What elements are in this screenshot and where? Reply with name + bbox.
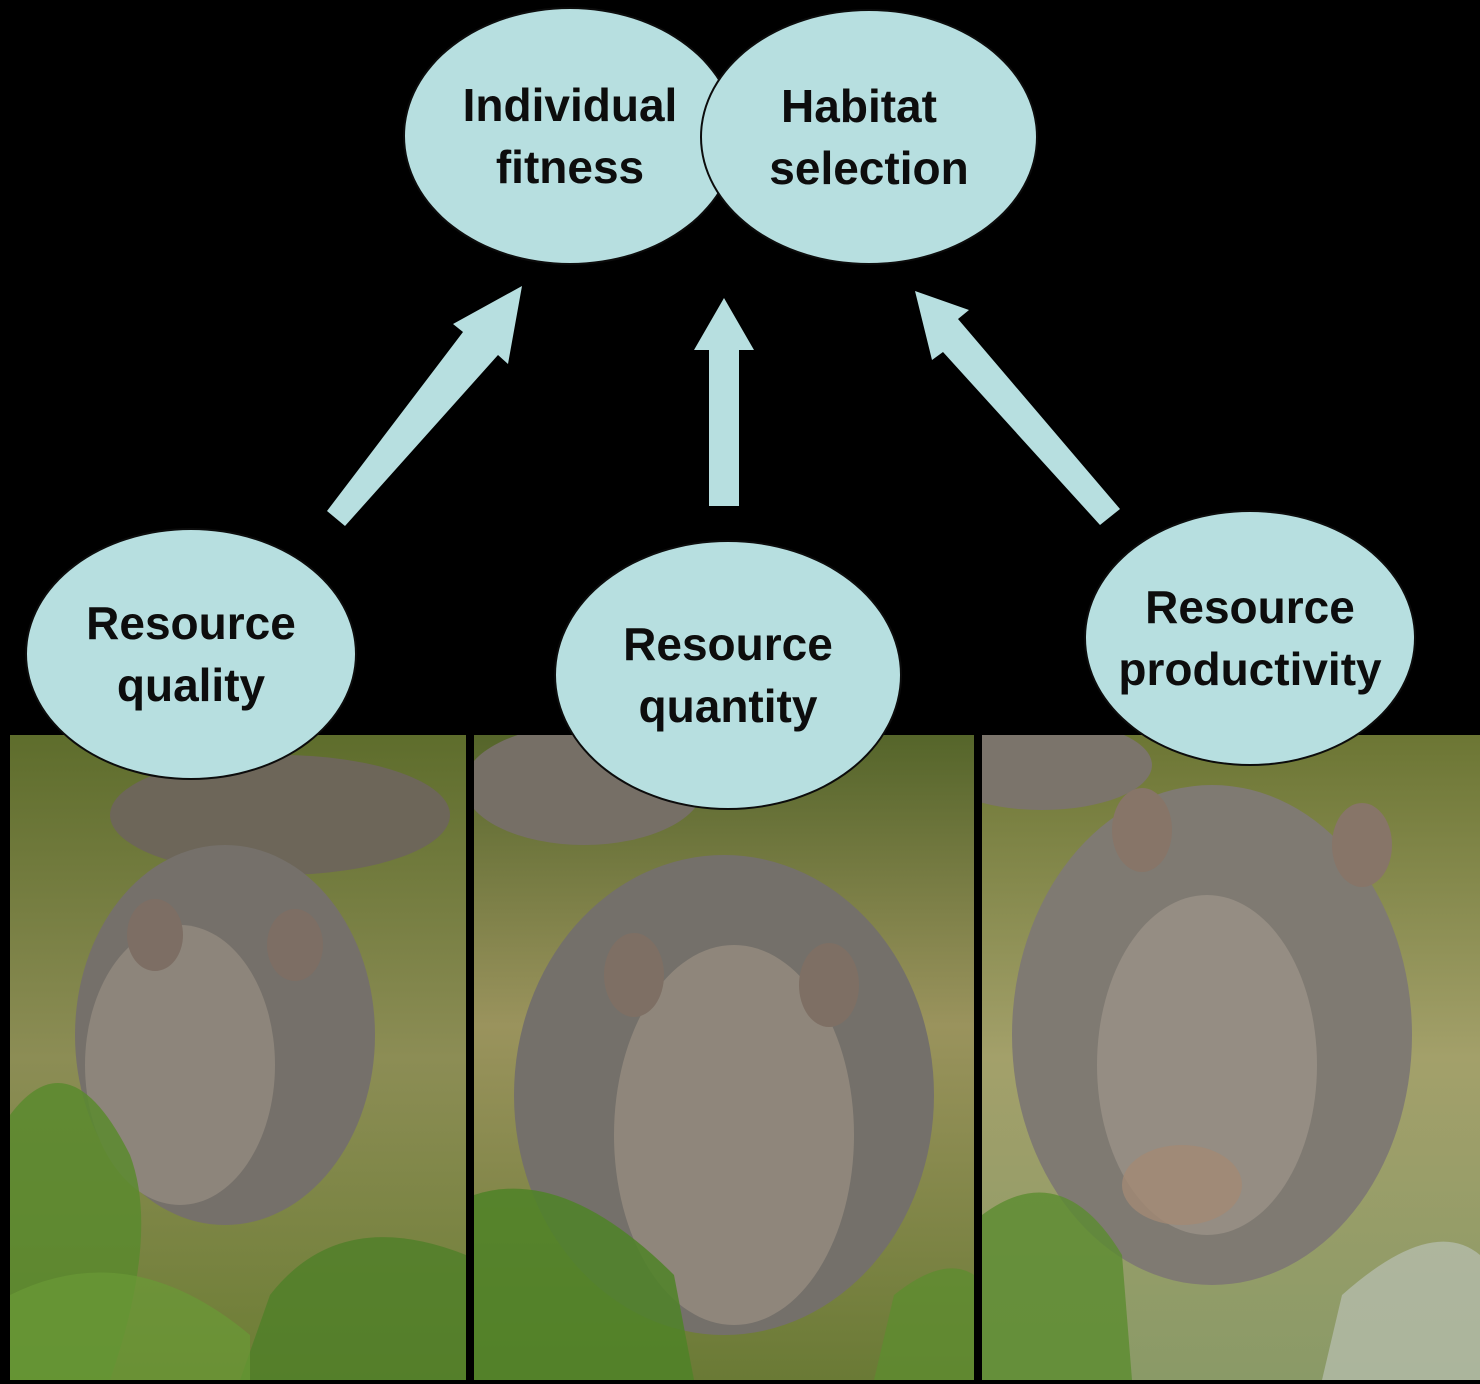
rhino-photo-middle xyxy=(474,735,974,1380)
node-individual-fitness: Individual fitness xyxy=(403,7,737,265)
arrow-quality-to-fitness xyxy=(327,286,522,526)
node-resource-productivity-line1: Resource xyxy=(1145,581,1355,633)
node-habitat-selection-line2: selection xyxy=(769,142,969,194)
arrow-productivity-to-selection xyxy=(915,291,1120,525)
rhino-photo-right xyxy=(982,735,1480,1380)
node-resource-productivity: Resource productivity xyxy=(1084,510,1416,766)
rhino-photo-left xyxy=(10,735,466,1380)
node-resource-quantity-line1: Resource xyxy=(623,618,833,670)
node-individual-fitness-line2: fitness xyxy=(495,141,645,193)
node-habitat-selection: Habitat selection xyxy=(700,9,1038,265)
node-habitat-selection-line1: Habitat xyxy=(781,80,937,132)
node-resource-productivity-line2: productivity xyxy=(1118,643,1382,695)
node-resource-quantity-line2: quantity xyxy=(638,680,818,732)
arrow-quantity-to-center xyxy=(694,298,754,506)
node-resource-quality-line1: Resource xyxy=(86,597,296,649)
node-resource-quality-line2: quality xyxy=(116,659,266,711)
node-resource-quantity: Resource quantity xyxy=(554,540,902,810)
node-resource-quality: Resource quality xyxy=(25,528,357,780)
node-individual-fitness-line1: Individual xyxy=(462,79,678,131)
